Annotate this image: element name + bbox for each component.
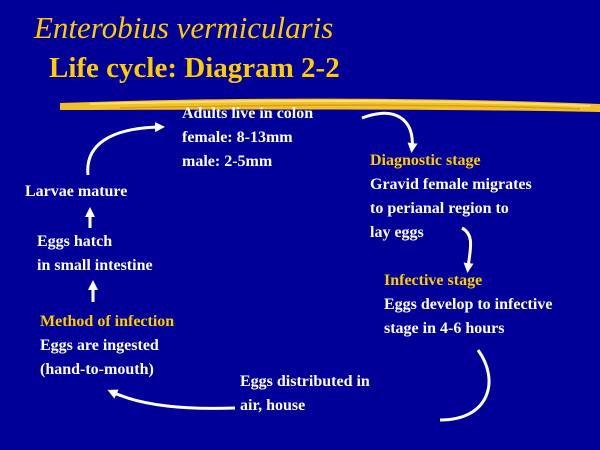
arrow-distributed-to-method bbox=[107, 389, 236, 410]
distributed-line: air, house bbox=[240, 397, 306, 414]
diagnostic-line: Gravid female migrates bbox=[370, 176, 532, 193]
larvae-label: Larvae mature bbox=[25, 183, 128, 200]
brush-underline bbox=[60, 98, 600, 112]
method-line: Eggs are ingested bbox=[40, 337, 159, 354]
arrow-larvae-to-adults bbox=[86, 122, 165, 176]
subtitle: Life cycle: Diagram 2-2 bbox=[49, 52, 340, 84]
hatch-line: Eggs hatch bbox=[37, 233, 113, 250]
infective-line: stage in 4-6 hours bbox=[384, 320, 505, 337]
method-label: Method of infection bbox=[40, 313, 175, 330]
adults-line: Adults live in colon bbox=[182, 105, 314, 122]
title: Enterobius vermicularis bbox=[34, 10, 334, 45]
infective-label: Infective stage bbox=[384, 272, 483, 289]
hatch-line: in small intestine bbox=[37, 257, 153, 274]
arrow-adults-to-diagnostic bbox=[361, 111, 418, 153]
arrow-infective-to-distributed bbox=[439, 349, 491, 422]
diagnostic-label: Diagnostic stage bbox=[370, 152, 481, 169]
diagnostic-line: to perianal region to bbox=[370, 200, 509, 217]
adults-line: female: 8-13mm bbox=[182, 129, 293, 146]
diagnostic-line: lay eggs bbox=[370, 224, 424, 241]
arrow-diagnostic-to-infective bbox=[461, 226, 474, 273]
infective-line: Eggs develop to infective bbox=[384, 296, 553, 313]
method-line: (hand-to-mouth) bbox=[40, 361, 154, 378]
distributed-line: Eggs distributed in bbox=[240, 373, 370, 390]
adults-line: male: 2-5mm bbox=[182, 153, 273, 170]
